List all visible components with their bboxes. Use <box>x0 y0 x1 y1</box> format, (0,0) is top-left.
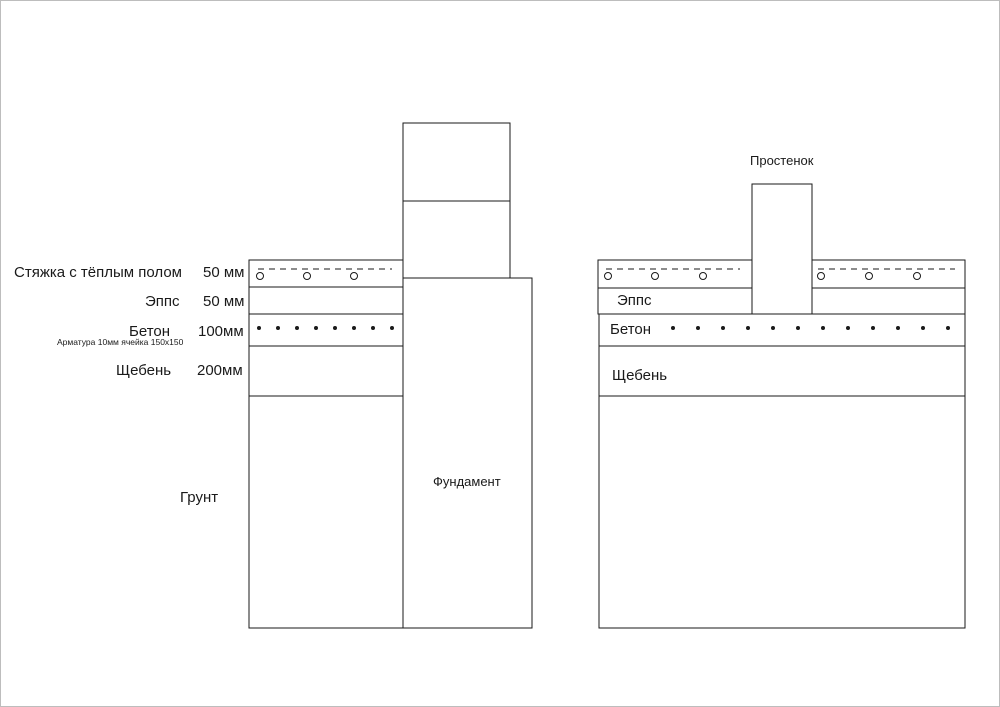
heating-pipe <box>817 272 825 280</box>
rebar-dot <box>871 326 875 330</box>
wall-block-upper <box>402 122 511 202</box>
foundation-label: Фундамент <box>433 474 501 489</box>
layer-xps <box>248 286 404 315</box>
layer-name-gravel-right: Щебень <box>612 367 668 384</box>
heating-pipe <box>651 272 659 280</box>
rebar-dot <box>696 326 700 330</box>
layer-thickness-xps: 50 мм <box>203 293 245 310</box>
heating-pipes-right <box>604 272 921 280</box>
rebar-dot <box>333 326 337 330</box>
rebar-dot <box>746 326 750 330</box>
rebar-dot <box>371 326 375 330</box>
heating-pipe <box>604 272 612 280</box>
layer-name-soil: Грунт <box>180 489 219 506</box>
layer-screed <box>248 259 404 288</box>
heating-pipe <box>350 272 358 280</box>
heating-pipes-left <box>256 272 358 280</box>
wall-block-lower <box>402 200 511 279</box>
layer-soil <box>248 395 404 629</box>
layer-soil <box>598 395 966 629</box>
heating-pipe <box>913 272 921 280</box>
partition-wall-label: Простенок <box>750 153 814 168</box>
rebar-dots-right <box>671 326 950 330</box>
rebar-dot <box>721 326 725 330</box>
rebar-dot <box>276 326 280 330</box>
rebar-dot <box>921 326 925 330</box>
rebar-note: Арматура 10мм ячейка 150х150 <box>57 337 184 347</box>
layer-thickness-gravel: 200мм <box>197 362 243 379</box>
layer-thickness-screed: 50 мм <box>203 264 245 281</box>
layer-name-xps-right: Эппс <box>617 292 652 309</box>
layer-name-concrete: Бетон <box>129 323 171 340</box>
layer-name-concrete-right: Бетон <box>610 321 652 338</box>
layer-name-screed: Стяжка с тёплым полом <box>14 264 182 281</box>
rebar-dot <box>314 326 318 330</box>
rebar-dot <box>390 326 394 330</box>
rebar-dot <box>846 326 850 330</box>
rebar-dot <box>257 326 261 330</box>
right-section <box>597 183 966 629</box>
layer-screed-left <box>597 259 753 289</box>
layer-xps-right <box>811 287 966 315</box>
foundation <box>402 277 533 629</box>
layer-name-xps: Эппс <box>145 293 180 310</box>
rebar-dot <box>671 326 675 330</box>
left-section <box>248 122 533 629</box>
layer-concrete <box>598 313 966 347</box>
heating-pipe <box>256 272 264 280</box>
rebar-dot <box>946 326 950 330</box>
partition-wall <box>751 183 813 315</box>
rebar-dot <box>821 326 825 330</box>
layer-gravel <box>248 345 404 397</box>
layer-screed-right <box>811 259 966 289</box>
rebar-dot <box>796 326 800 330</box>
layer-concrete <box>248 313 404 347</box>
rebar-dot <box>352 326 356 330</box>
rebar-dot <box>295 326 299 330</box>
layer-name-gravel: Щебень <box>116 362 172 379</box>
heating-pipe <box>865 272 873 280</box>
rebar-dot <box>771 326 775 330</box>
layer-thickness-concrete: 100мм <box>198 323 244 340</box>
heating-pipe <box>699 272 707 280</box>
heating-pipe <box>303 272 311 280</box>
rebar-dot <box>896 326 900 330</box>
rebar-dots-left <box>257 326 394 330</box>
